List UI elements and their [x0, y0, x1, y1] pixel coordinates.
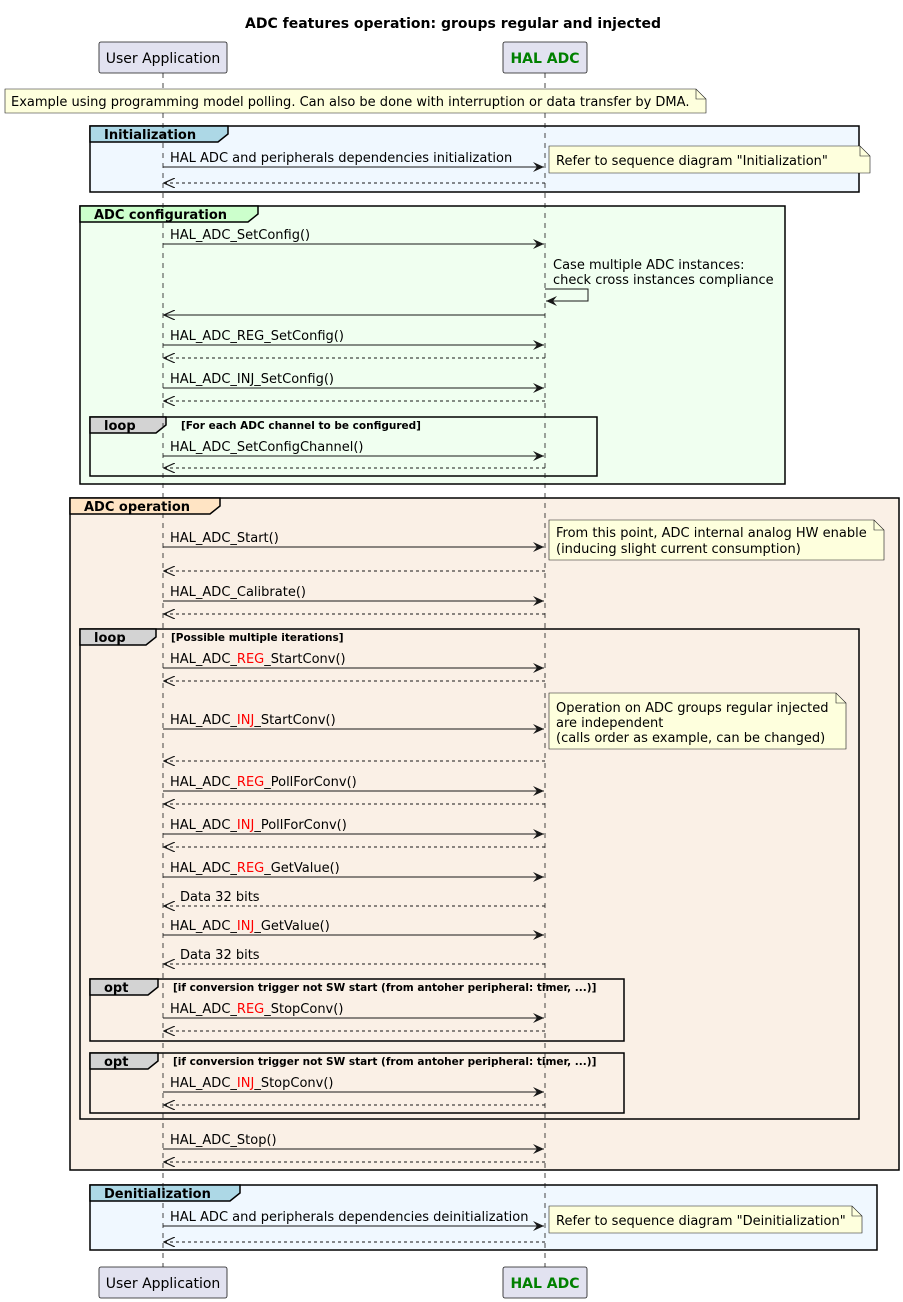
message-self-check: Case multiple ADC instances: check cross… [545, 258, 774, 306]
message-label: Data 32 bits [180, 890, 260, 905]
note-independent: Operation on ADC groups regular injected… [548, 692, 847, 750]
opt-condition: [if conversion trigger not SW start (fro… [173, 982, 596, 994]
participant-user-bottom: User Application [98, 1266, 228, 1299]
note-text: Example using programming model polling.… [11, 95, 689, 110]
loop-keyword: loop [104, 419, 136, 434]
message-start: HAL_ADC_Start() [163, 531, 544, 552]
message-label: HAL_ADC_Start() [170, 531, 279, 546]
message-set-config: HAL_ADC_SetConfig() [163, 228, 544, 249]
message-label: Data 32 bits [180, 948, 260, 963]
message-label: HAL_ADC_INJ_GetValue() [170, 919, 330, 934]
message-label: HAL_ADC_Calibrate() [170, 585, 306, 600]
participant-label: User Application [106, 1276, 221, 1292]
message-stop: HAL_ADC_Stop() [163, 1133, 544, 1154]
opt-condition: [if conversion trigger not SW start (fro… [173, 1056, 596, 1068]
note-text-line3: (calls order as example, can be changed) [556, 731, 825, 746]
message-label: HAL_ADC_REG_StartConv() [170, 652, 346, 667]
message-label-line2: check cross instances compliance [553, 273, 774, 288]
message-reg-stop-conv: HAL_ADC_REG_StopConv() [163, 1002, 544, 1023]
message-label: HAL_ADC_Stop() [170, 1133, 277, 1148]
note-text-line1: From this point, ADC internal analog HW … [556, 526, 867, 541]
message-label: HAL_ADC_REG_PollForConv() [170, 775, 357, 790]
message-label: HAL_ADC_REG_SetConfig() [170, 329, 344, 344]
message-inj-poll: HAL_ADC_INJ_PollForConv() [163, 818, 544, 839]
note-text-line1: Operation on ADC groups regular injected [556, 701, 829, 716]
message-label: HAL_ADC_SetConfigChannel() [170, 440, 363, 455]
note-text-line2: are independent [556, 716, 663, 731]
note-init-ref: Refer to sequence diagram "Initializatio… [548, 145, 871, 174]
message-label: HAL ADC and peripherals dependencies dei… [170, 1210, 528, 1225]
message-label-line1: Case multiple ADC instances: [553, 258, 745, 273]
message-deinit: HAL ADC and peripherals dependencies dei… [163, 1210, 544, 1231]
note-text: Refer to sequence diagram "Deinitializat… [556, 1214, 846, 1229]
note-text-line2: (inducing slight current consumption) [556, 542, 801, 557]
note-text: Refer to sequence diagram "Initializatio… [556, 154, 828, 169]
group-label: ADC configuration [94, 208, 227, 223]
message-inj-stop-conv: HAL_ADC_INJ_StopConv() [163, 1076, 544, 1097]
return-data-inj: Data 32 bits [164, 948, 545, 964]
participant-label: User Application [106, 51, 221, 67]
message-label: HAL_ADC_REG_StopConv() [170, 1002, 343, 1017]
message-label: HAL_ADC_INJ_PollForConv() [170, 818, 347, 833]
group-label: Initialization [104, 128, 196, 143]
diagram-title: ADC features operation: groups regular a… [245, 16, 661, 32]
message-inj-start-conv: HAL_ADC_INJ_StartConv() [163, 713, 544, 734]
opt-keyword: opt [104, 1055, 128, 1070]
message-reg-get-value: HAL_ADC_REG_GetValue() [163, 861, 544, 882]
note-deinit-ref: Refer to sequence diagram "Deinitializat… [548, 1205, 863, 1234]
group-operation-loop: loop [Possible multiple iterations] [79, 628, 860, 1120]
participant-hal-bottom: HAL ADC [502, 1266, 588, 1299]
loop-condition: [For each ADC channel to be configured] [181, 420, 421, 432]
return-data-reg: Data 32 bits [164, 890, 545, 906]
message-reg-start-conv: HAL_ADC_REG_StartConv() [163, 652, 544, 673]
message-label: HAL_ADC_REG_GetValue() [170, 861, 340, 876]
group-opt-inj-stop: opt [if conversion trigger not SW start … [89, 1052, 625, 1114]
message-label: HAL_ADC_INJ_SetConfig() [170, 372, 334, 387]
participant-label: HAL ADC [510, 51, 579, 67]
group-label: ADC operation [84, 500, 190, 515]
message-init: HAL ADC and peripherals dependencies ini… [163, 151, 544, 172]
opt-keyword: opt [104, 981, 128, 996]
group-label: Denitialization [104, 1187, 211, 1202]
participant-label: HAL ADC [510, 1276, 579, 1292]
note-programming-model: Example using programming model polling.… [4, 88, 707, 114]
message-label: HAL_ADC_SetConfig() [170, 228, 310, 243]
message-label: HAL_ADC_INJ_StartConv() [170, 713, 336, 728]
loop-condition: [Possible multiple iterations] [171, 632, 344, 644]
group-opt-reg-stop: opt [if conversion trigger not SW start … [89, 978, 625, 1042]
note-start: From this point, ADC internal analog HW … [548, 519, 885, 561]
message-reg-set-config: HAL_ADC_REG_SetConfig() [163, 329, 544, 350]
group-config-loop: loop [For each ADC channel to be configu… [89, 416, 598, 477]
message-inj-get-value: HAL_ADC_INJ_GetValue() [163, 919, 544, 940]
message-set-config-channel: HAL_ADC_SetConfigChannel() [163, 440, 544, 461]
participant-user-top: User Application [98, 41, 228, 74]
loop-keyword: loop [94, 631, 126, 646]
message-reg-poll: HAL_ADC_REG_PollForConv() [163, 775, 544, 796]
participant-hal-top: HAL ADC [502, 41, 588, 74]
message-inj-set-config: HAL_ADC_INJ_SetConfig() [163, 372, 544, 393]
message-label: HAL ADC and peripherals dependencies ini… [170, 151, 512, 166]
message-label: HAL_ADC_INJ_StopConv() [170, 1076, 333, 1091]
message-calibrate: HAL_ADC_Calibrate() [163, 585, 544, 606]
